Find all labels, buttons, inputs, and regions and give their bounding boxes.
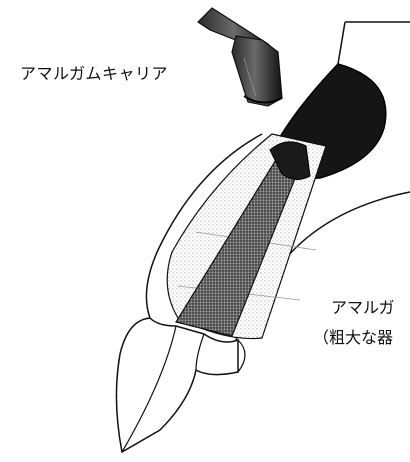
amalgam-carrier-label: アマルガムキャリア bbox=[20, 64, 169, 83]
amalgam-label-line1: アマルガ bbox=[331, 298, 395, 317]
amalgam-channel bbox=[175, 141, 311, 337]
instrument-tip bbox=[115, 317, 246, 454]
amalgam-carrier-tube bbox=[197, 7, 283, 107]
amalgam-label-line2: （粗大な器 bbox=[313, 328, 394, 347]
